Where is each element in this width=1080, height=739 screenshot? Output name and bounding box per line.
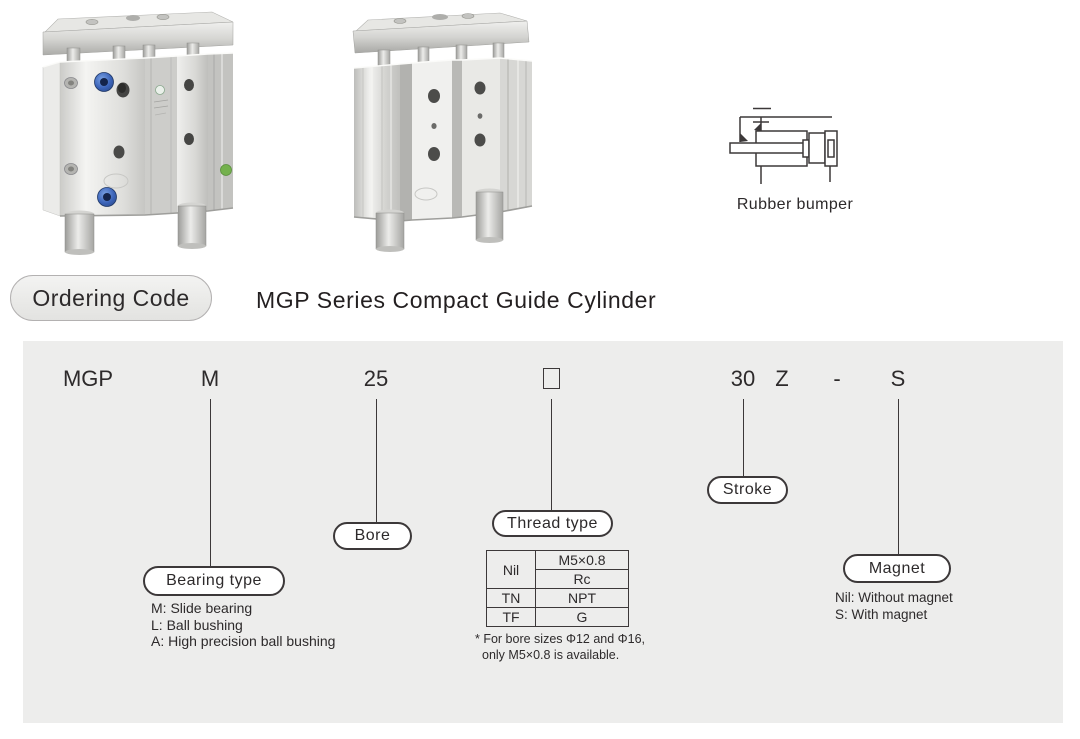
bearing-option: M: Slide bearing bbox=[151, 600, 253, 616]
thread-code-tn: TN bbox=[486, 588, 536, 608]
top-plate bbox=[42, 11, 234, 56]
pill-thread-type-label: Thread type bbox=[507, 514, 598, 532]
connector-line-thread bbox=[551, 399, 553, 510]
magnet-option: S: With magnet bbox=[835, 607, 928, 622]
thread-value-rc: Rc bbox=[535, 569, 629, 589]
bearing-options: M: Slide bearing L: Ball bushing A: High… bbox=[151, 600, 335, 650]
pill-magnet: Magnet bbox=[843, 554, 951, 583]
thread-code-tf: TF bbox=[486, 607, 536, 627]
pill-bearing-type: Bearing type bbox=[143, 566, 285, 596]
guide-rods bbox=[377, 42, 505, 70]
product-photo-rear bbox=[352, 12, 533, 252]
thread-code-nil: Nil bbox=[486, 550, 536, 589]
top-plate bbox=[352, 12, 530, 54]
connector-line-bearing bbox=[210, 399, 212, 566]
bottom-rods bbox=[375, 188, 504, 252]
product-photo-front bbox=[42, 11, 234, 255]
thread-footnote: * For bore sizes Φ12 and Φ16, only M5×0.… bbox=[475, 631, 645, 663]
pill-bore: Bore bbox=[333, 522, 412, 550]
code-bore: 25 bbox=[363, 366, 389, 391]
code-dash: - bbox=[833, 366, 841, 391]
magnet-options: Nil: Without magnet S: With magnet bbox=[835, 589, 953, 623]
thread-footnote-line2: only M5×0.8 is available. bbox=[482, 648, 620, 662]
pill-magnet-label: Magnet bbox=[868, 559, 926, 577]
pill-thread-type: Thread type bbox=[492, 510, 613, 537]
pill-bearing-type-label: Bearing type bbox=[166, 572, 262, 589]
green-indicator bbox=[220, 164, 232, 176]
pill-bore-label: Bore bbox=[354, 527, 391, 544]
thread-value-npt: NPT bbox=[535, 588, 629, 608]
schematic-label: Rubber bumper bbox=[736, 196, 854, 213]
code-suffix: Z bbox=[775, 366, 789, 391]
thread-code-placeholder-icon bbox=[543, 368, 560, 389]
code-stroke: 30 bbox=[730, 366, 756, 391]
air-fitting-top bbox=[94, 72, 114, 92]
code-magnet: S bbox=[890, 366, 906, 391]
bearing-option: A: High precision ball bushing bbox=[151, 633, 336, 649]
rubber-bumper-schematic bbox=[729, 107, 838, 184]
bottom-rods bbox=[64, 202, 207, 255]
code-model: MGP bbox=[62, 366, 114, 391]
connector-line-magnet bbox=[898, 399, 900, 554]
bearing-option: L: Ball bushing bbox=[151, 616, 243, 633]
connector-line-stroke bbox=[743, 399, 745, 476]
connector-line-bore bbox=[376, 399, 378, 522]
thread-footnote-line1: * For bore sizes Φ12 and Φ16, bbox=[475, 632, 646, 646]
ordering-code-badge: Ordering Code bbox=[10, 275, 212, 321]
pill-stroke-label: Stroke bbox=[722, 481, 773, 498]
air-fitting-bottom bbox=[97, 187, 117, 207]
cylinder-body bbox=[42, 52, 234, 217]
pill-stroke: Stroke bbox=[707, 476, 788, 504]
magnet-option: Nil: Without magnet bbox=[835, 590, 953, 605]
page-title: MGP Series Compact Guide Cylinder bbox=[256, 287, 657, 313]
ordering-code-panel: MGP M 25 30 Z - S Bearing type Bore Thre… bbox=[23, 341, 1063, 723]
thread-value-m5: M5×0.8 bbox=[535, 550, 629, 570]
cylinder-body bbox=[353, 57, 533, 222]
thread-value-g: G bbox=[535, 607, 629, 627]
code-bearing: M bbox=[200, 366, 220, 391]
thread-type-table: Nil M5×0.8 Rc TN NPT TF G bbox=[486, 550, 629, 627]
